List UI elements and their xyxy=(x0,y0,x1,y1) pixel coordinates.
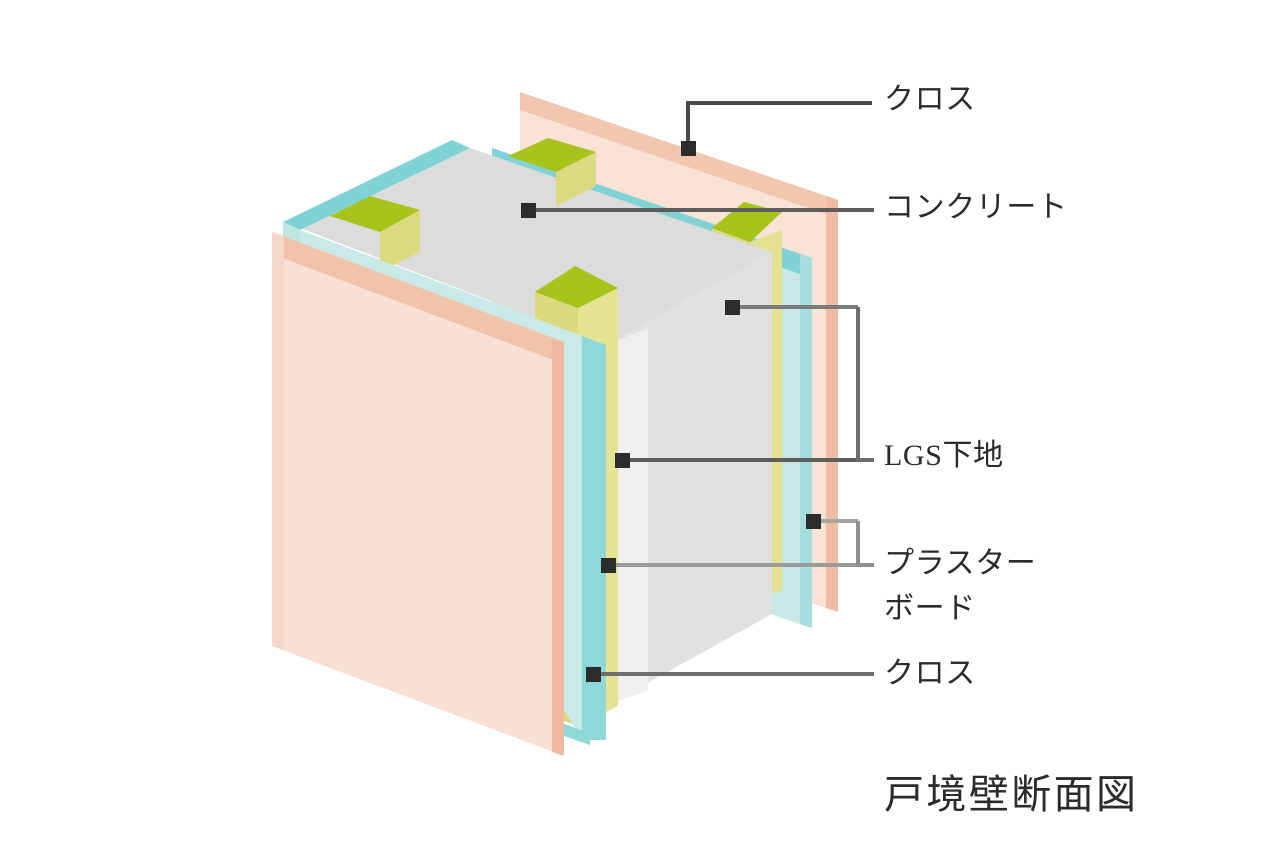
leader-dot-cloth-bottom xyxy=(586,667,601,682)
back-cloth-right-edge xyxy=(826,196,838,612)
leader-cloth-top xyxy=(681,101,872,156)
label-concrete: コンクリート xyxy=(884,191,1068,224)
front-cloth-top-bevel xyxy=(272,232,564,364)
leader-dot-lgs-upper xyxy=(725,300,740,315)
leader-line-lgs-bracket xyxy=(856,307,874,462)
leader-dot-concrete xyxy=(521,203,536,218)
leader-dot-cloth-top xyxy=(681,141,696,156)
base-teal-sliver xyxy=(564,724,590,745)
label-cloth-top: クロス xyxy=(884,83,976,116)
leader-plaster-board xyxy=(601,514,874,573)
stud-left xyxy=(330,196,420,272)
stud-mid xyxy=(508,138,596,206)
leader-concrete xyxy=(521,203,874,218)
concrete-top-face xyxy=(300,148,772,345)
front-cloth-left-shade xyxy=(272,232,284,650)
back-board-right-edge xyxy=(800,254,812,628)
leader-dot-board-lower xyxy=(601,558,616,573)
front-cloth-front-edge xyxy=(552,338,564,756)
back-cloth-top-bevel xyxy=(520,92,838,218)
stud-mid-top xyxy=(508,138,596,172)
stud-front-top xyxy=(535,266,618,308)
leader-line-cloth-top xyxy=(686,101,872,148)
leader-lgs xyxy=(615,300,874,468)
label-plaster-board-line-2: ボード xyxy=(884,592,976,625)
front-cloth-face xyxy=(272,232,564,756)
stud-left-top xyxy=(330,196,420,232)
leader-line-board-bracket xyxy=(856,521,874,567)
front-board-top-bevel xyxy=(283,140,470,230)
front-cloth-panel xyxy=(272,232,564,756)
leader-dot-board-upper xyxy=(806,514,821,529)
figure-title: 戸境壁断面図 xyxy=(884,772,1139,817)
label-lgs-base: LGS下地 xyxy=(884,439,1004,472)
stud-mid-side xyxy=(556,152,596,206)
front-board-front-edge xyxy=(582,336,606,740)
concrete-core xyxy=(300,148,772,706)
leader-dot-lgs-lower xyxy=(615,453,630,468)
label-cloth-bottom: クロス xyxy=(884,657,976,690)
leader-cloth-bottom xyxy=(586,667,874,682)
label-plaster-board-line-1: プラスター xyxy=(884,547,1037,580)
stud-left-side xyxy=(380,210,420,272)
